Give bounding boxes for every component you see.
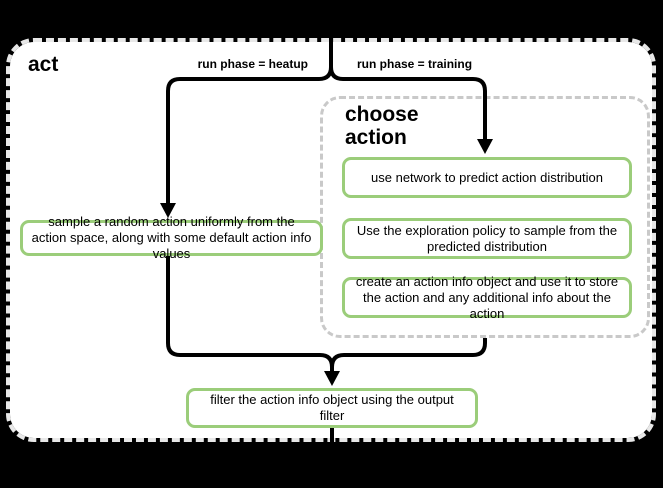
act-title: act [28, 53, 59, 76]
choose-action-group-title: choose action [345, 103, 419, 149]
node-use-network: use network to predict action distributi… [342, 157, 632, 198]
node-sample-random-action: sample a random action uniformly from th… [20, 214, 323, 261]
node-create-action-info: create an action info object and use it … [342, 274, 632, 321]
node-sample-random-action-text: sample a random action uniformly from th… [31, 214, 312, 261]
node-exploration-policy-text: Use the exploration policy to sample fro… [356, 222, 618, 254]
branch-label-heatup: run phase = heatup [197, 57, 308, 71]
node-exploration-policy: Use the exploration policy to sample fro… [342, 218, 632, 259]
node-create-action-info-text: create an action info object and use it … [355, 273, 619, 321]
node-use-network-text: use network to predict action distributi… [371, 169, 603, 185]
node-filter-output-text: filter the action info object using the … [210, 392, 454, 423]
node-filter-output: filter the action info object using the … [186, 388, 478, 428]
branch-label-training: run phase = training [357, 57, 473, 71]
